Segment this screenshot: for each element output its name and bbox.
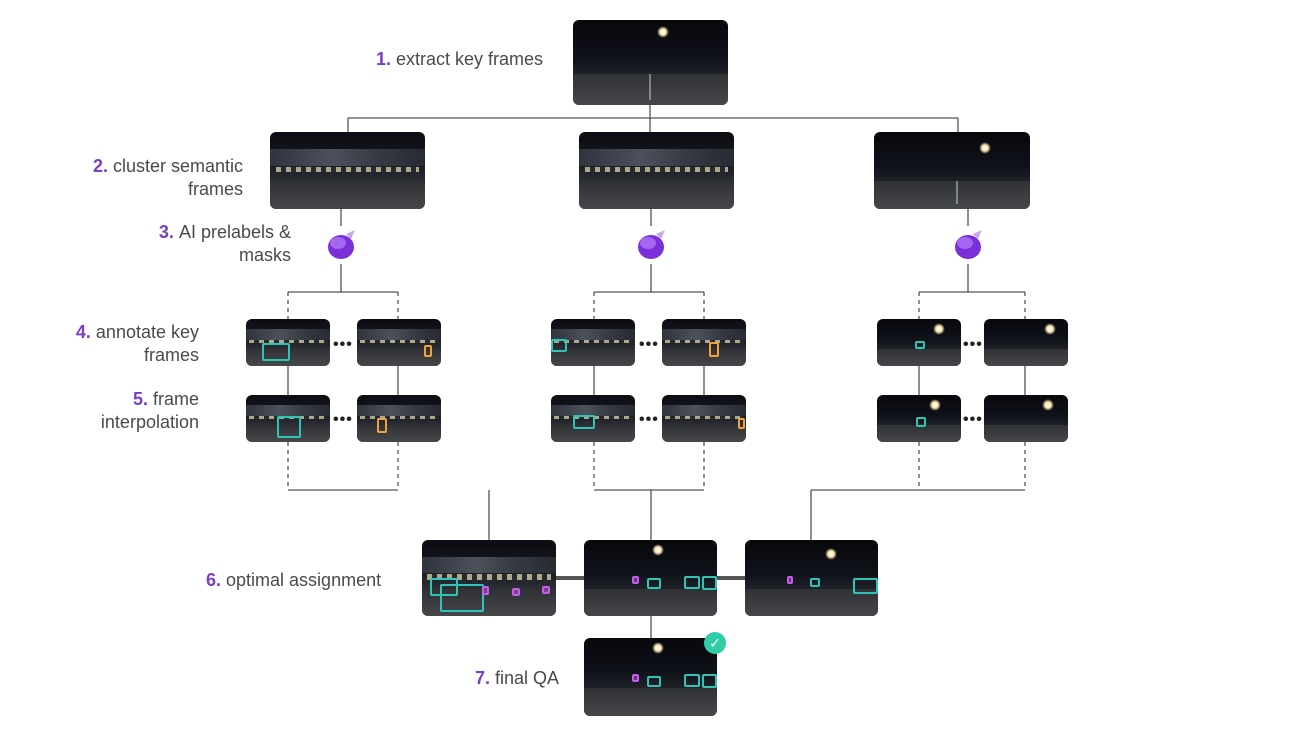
step-5-label: 5.frame interpolation (100, 389, 199, 432)
interp-frame-1a (246, 395, 330, 442)
key-frame-1b (357, 319, 441, 366)
ellipsis: ••• (639, 336, 659, 353)
ai-model-icon (955, 230, 982, 259)
step-3-label: 3.AI prelabels & masks (158, 222, 291, 265)
step-6-label: 6.optimal assignment (206, 570, 382, 590)
step-4-label: 4.annotate key frames (75, 322, 199, 365)
step-7-label: 7.final QA (475, 668, 560, 688)
interp-frame-3b (984, 395, 1068, 442)
assignment-frame-2 (584, 540, 717, 616)
assignment-frame-3 (745, 540, 878, 616)
ai-model-icon (638, 230, 665, 259)
final-qa-frame (584, 638, 717, 716)
cluster-frame-1 (270, 132, 425, 209)
interp-frame-3a (877, 395, 961, 442)
interp-frame-2a (551, 395, 635, 442)
cluster-frame-2 (579, 132, 734, 209)
source-video-frame (573, 20, 728, 105)
step-1-label: 1.extract key frames (376, 49, 544, 69)
interp-frame-2b (662, 395, 746, 442)
cluster-frame-3 (874, 132, 1030, 209)
interp-frame-1b (357, 395, 441, 442)
check-circle-icon: ✓ (704, 632, 726, 654)
ellipsis: ••• (963, 336, 983, 353)
key-frame-3b (984, 319, 1068, 366)
ellipsis: ••• (333, 336, 353, 353)
step-2-label: 2.cluster semantic frames (92, 156, 243, 199)
ellipsis: ••• (639, 411, 659, 428)
key-frame-3a (877, 319, 961, 366)
key-frame-1a (246, 319, 330, 366)
key-frame-2b (662, 319, 746, 366)
key-frame-2a (551, 319, 635, 366)
assignment-frame-1 (422, 540, 556, 616)
ellipsis: ••• (333, 411, 353, 428)
ellipsis: ••• (963, 411, 983, 428)
ai-model-icon (328, 230, 355, 259)
